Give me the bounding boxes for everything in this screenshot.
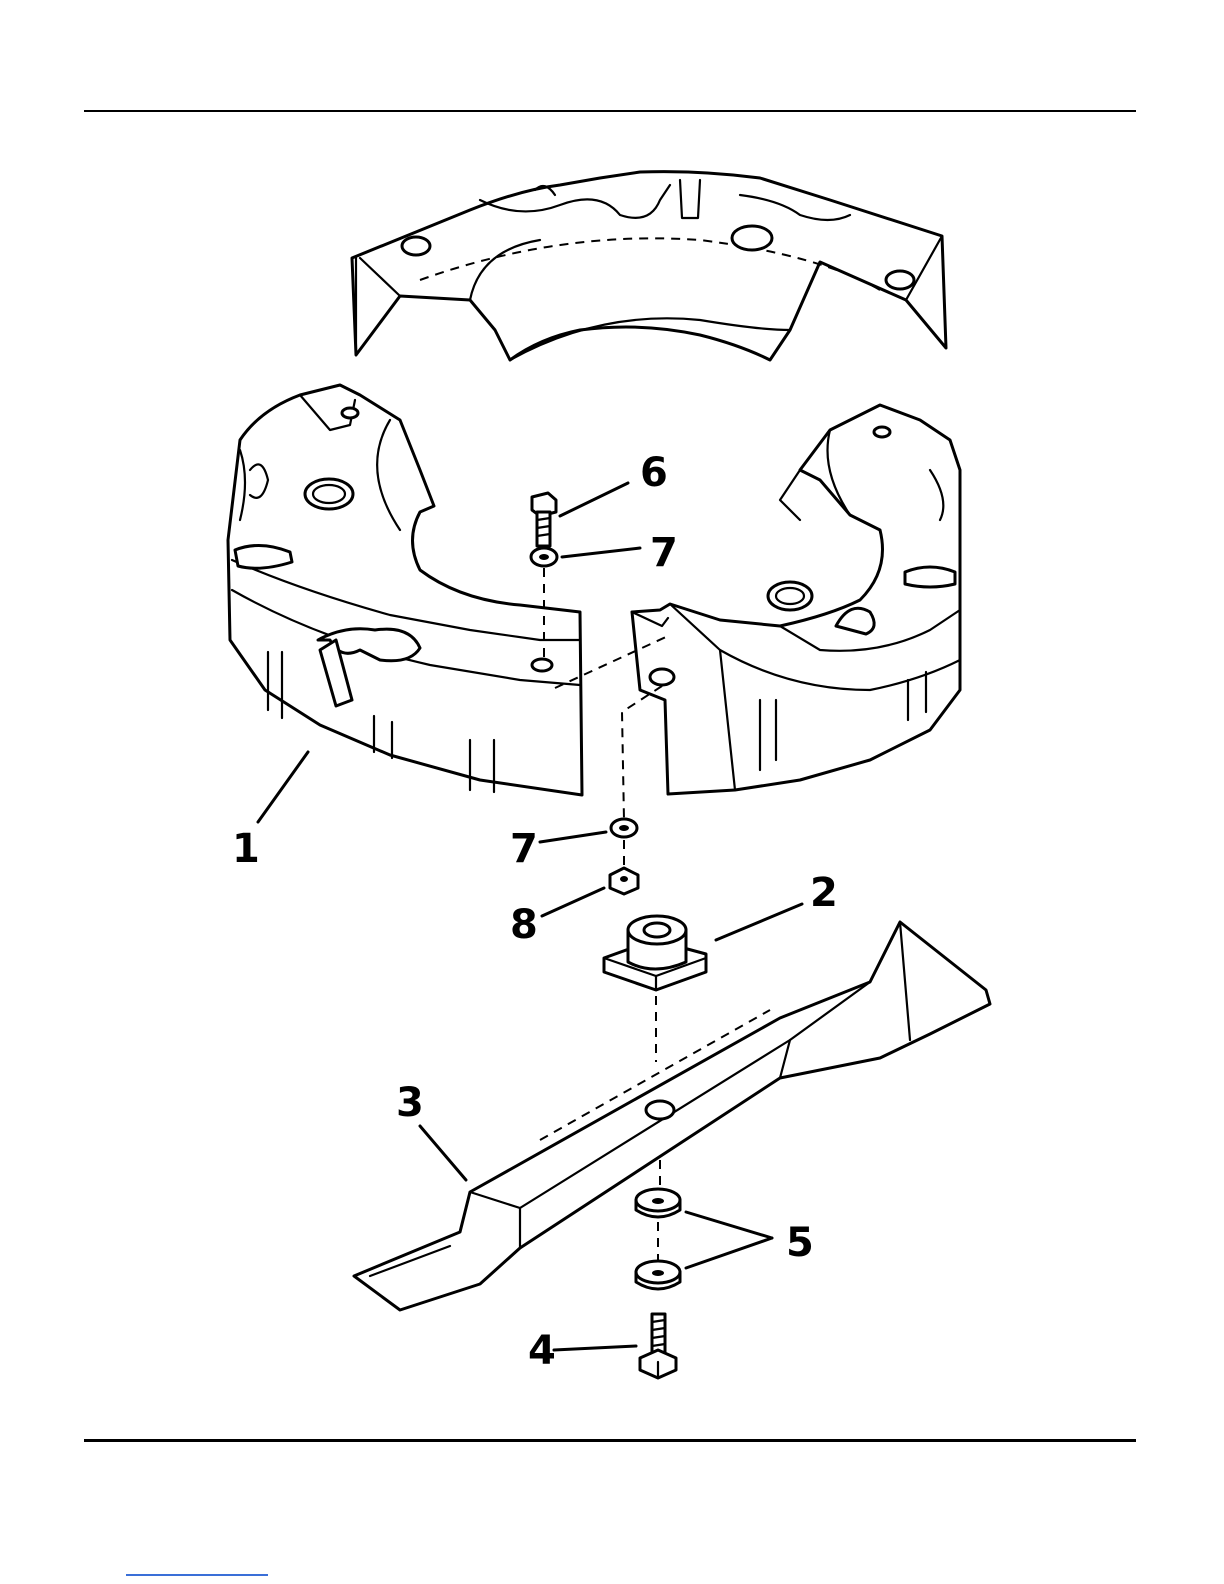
- leader-7-upper: [562, 548, 640, 557]
- leader-8: [542, 888, 604, 916]
- lower-hardware-drawing: [610, 686, 662, 894]
- leader-1: [258, 752, 308, 822]
- weight-housing-left-drawing: [228, 385, 582, 795]
- callout-7-lower: 7: [510, 826, 538, 872]
- upper-shield-drawing: [352, 172, 946, 360]
- blade-adapter-drawing: [604, 916, 706, 1062]
- leader-4: [554, 1346, 636, 1350]
- callout-5: 5: [786, 1220, 814, 1266]
- callout-7-upper: 7: [650, 530, 678, 576]
- leader-7-lower: [540, 832, 606, 842]
- leader-5a: [686, 1212, 772, 1238]
- blade-bolt-drawing: [640, 1314, 676, 1378]
- callout-1: 1: [232, 826, 260, 872]
- washers-drawing: [636, 1189, 680, 1289]
- weight-housing-right-drawing: [632, 405, 960, 794]
- callout-3: 3: [396, 1080, 424, 1126]
- callout-8: 8: [510, 902, 538, 948]
- page-link-underline[interactable]: [126, 1574, 268, 1576]
- leader-3: [420, 1126, 466, 1180]
- leader-5b: [686, 1238, 772, 1268]
- leader-6: [560, 483, 628, 516]
- callout-4: 4: [528, 1328, 556, 1374]
- callout-6: 6: [640, 450, 668, 496]
- callout-2: 2: [810, 870, 838, 916]
- leader-2: [716, 904, 802, 940]
